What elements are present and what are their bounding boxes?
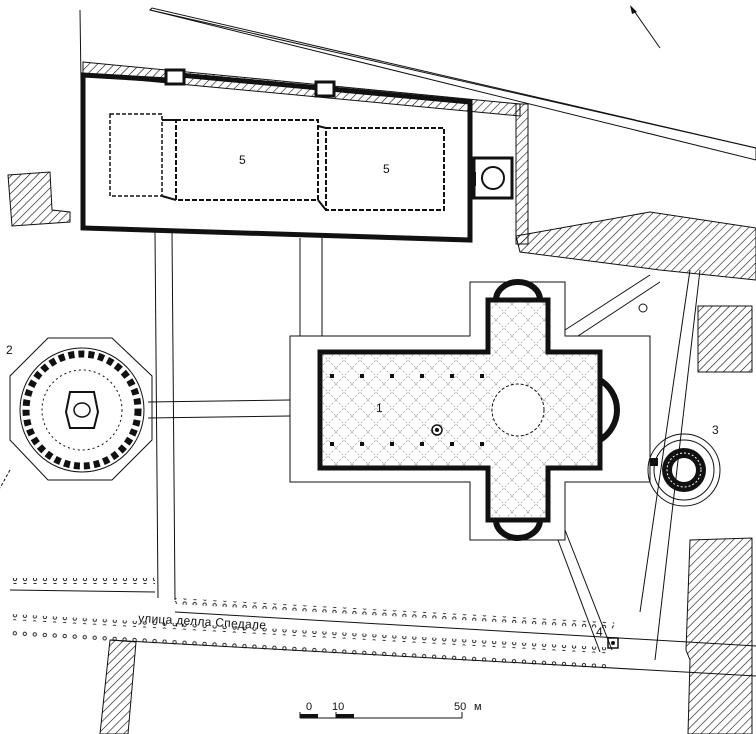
- scale-unit: м: [474, 701, 482, 713]
- north-boundary-wall: [149, 7, 756, 161]
- tower-plan: [647, 433, 721, 507]
- small-well-marker: [638, 303, 648, 313]
- west-building-hatch: [7, 171, 71, 227]
- label-baptistery: 2: [6, 343, 13, 357]
- south-building-hatch: [99, 639, 137, 734]
- east-wall-strip: [515, 103, 529, 245]
- label-well: 4: [596, 625, 603, 639]
- cathedral-plan: [289, 279, 651, 541]
- label-cemetery-b: 5: [383, 162, 390, 176]
- scale-tick-10: 10: [332, 701, 344, 713]
- baptistery-plan: [0, 337, 153, 489]
- cemetery-enclosure: [80, 68, 514, 243]
- scale-bar: [299, 712, 463, 719]
- label-cathedral: 1: [376, 401, 383, 415]
- east-boundary-hatch: [515, 211, 756, 281]
- scale-tick-0: 0: [306, 701, 312, 713]
- east-building-b: [685, 537, 753, 734]
- east-building-a: [697, 305, 753, 373]
- cemetery-north-hatch: [82, 61, 521, 117]
- north-arrow-icon: [630, 5, 661, 49]
- site-paths: [147, 231, 323, 601]
- cemetery-cloister: [109, 113, 445, 211]
- label-tower: 3: [712, 423, 719, 437]
- east-paths: [557, 269, 701, 661]
- label-cemetery-a: 5: [239, 153, 246, 167]
- south-wall-line: [109, 639, 756, 677]
- scale-tick-50: 50: [454, 701, 466, 713]
